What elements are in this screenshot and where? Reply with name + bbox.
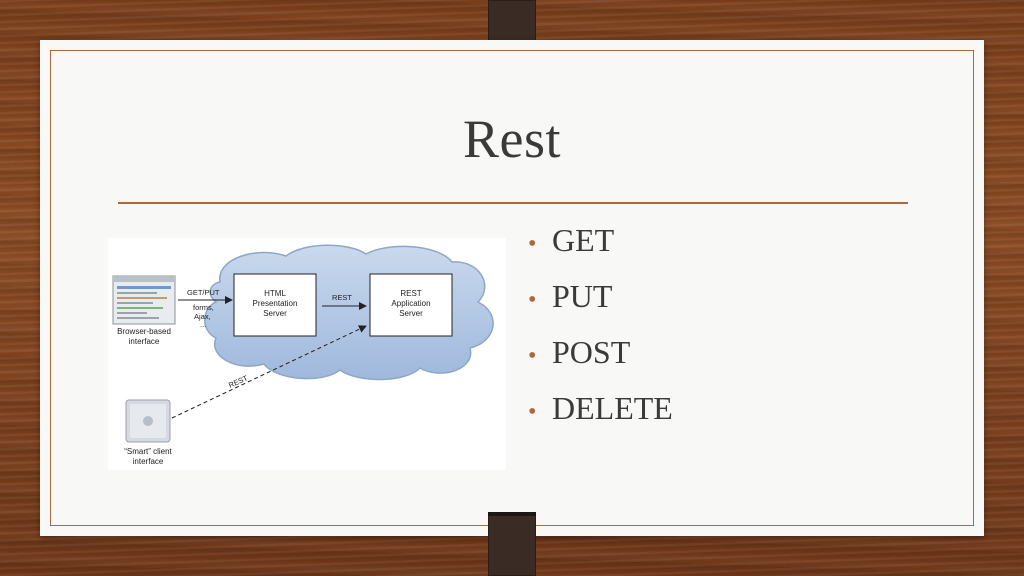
rest-architecture-diagram: Browser-based interface GET/PUT forms, A… xyxy=(108,238,506,470)
dashed-rest-label: REST xyxy=(227,373,249,390)
rest-box-line1: REST xyxy=(400,289,421,298)
smart-label-line2: interface xyxy=(133,457,164,466)
bullet-icon: • xyxy=(528,231,537,257)
bullet-icon: • xyxy=(528,399,537,425)
browser-icon xyxy=(112,275,176,325)
forms-label-line1: forms, xyxy=(193,303,214,312)
bottom-strap xyxy=(488,512,536,576)
bullet-text: DELETE xyxy=(552,390,673,426)
html-box-line3: Server xyxy=(263,309,287,318)
http-methods-list: • GET • PUT • POST • DELETE xyxy=(524,222,673,446)
rest-box-line3: Server xyxy=(399,309,423,318)
rest-arrow-label: REST xyxy=(332,293,352,302)
smart-label-line1: “Smart” client xyxy=(124,447,172,456)
list-item: • GET xyxy=(524,222,673,278)
bullet-icon: • xyxy=(528,343,537,369)
forms-label-line3: ... xyxy=(200,320,206,329)
computer-icon xyxy=(125,399,171,443)
browser-label-line2: interface xyxy=(129,337,160,346)
dashed-rest-arrow xyxy=(171,325,367,419)
rest-server-box xyxy=(369,273,453,337)
html-box-line1: HTML xyxy=(264,289,286,298)
browser-label-line1: Browser-based xyxy=(117,327,171,336)
slide-title: Rest xyxy=(462,109,561,169)
diagram-svg: Browser-based interface GET/PUT forms, A… xyxy=(112,244,494,466)
forms-label-line2: Ajax, xyxy=(194,312,211,321)
bullet-icon: • xyxy=(528,287,537,313)
title-divider xyxy=(118,202,908,204)
rest-box-line2: Application xyxy=(391,299,430,308)
getput-label: GET/PUT xyxy=(187,288,220,297)
list-item: • POST xyxy=(524,334,673,390)
bullet-text: GET xyxy=(552,222,615,258)
list-item: • DELETE xyxy=(524,390,673,446)
bullet-text: POST xyxy=(552,334,631,370)
html-server-box xyxy=(233,273,317,337)
list-item: • PUT xyxy=(524,278,673,334)
html-box-line2: Presentation xyxy=(253,299,298,308)
bullet-text: PUT xyxy=(552,278,613,314)
